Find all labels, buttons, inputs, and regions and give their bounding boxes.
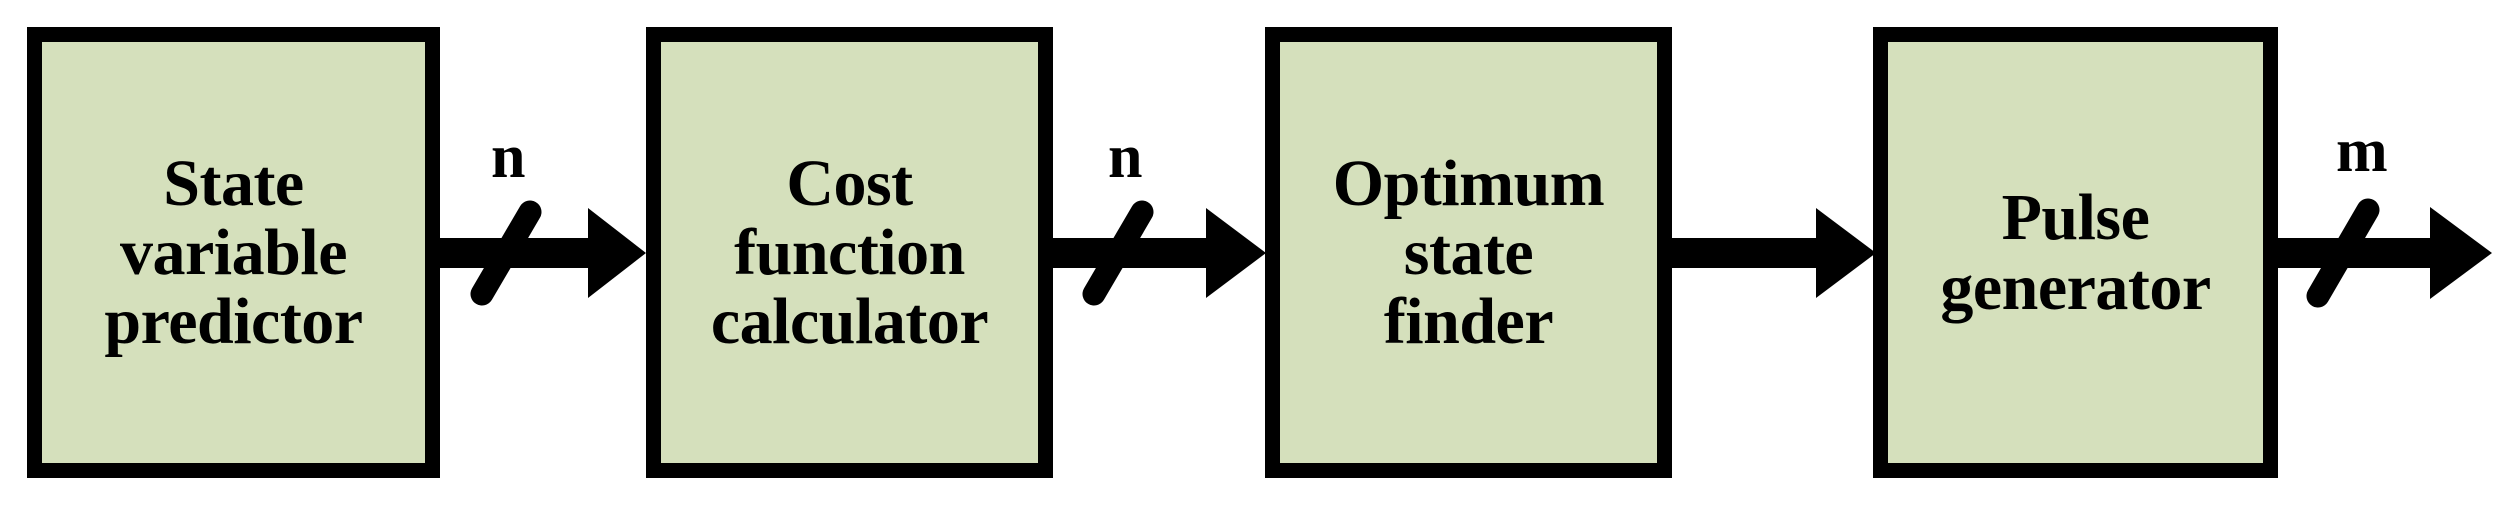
arrow-head-1 (588, 208, 646, 298)
block-state-variable-predictor[interactable]: State variable predictor (27, 27, 440, 478)
block-cost-function-calculator[interactable]: Cost function calculator (646, 27, 1053, 478)
connector-arrow-3 (1665, 208, 1876, 298)
block-label-pulse-generator: Pulse generator (1940, 181, 2211, 324)
arrow-head-4 (2430, 207, 2492, 299)
connector-arrow-4 (2270, 198, 2492, 308)
block-label-state-variable-predictor: State variable predictor (104, 146, 363, 359)
bus-width-label-4: m (2336, 117, 2388, 185)
bus-width-label-2: n (1108, 123, 1143, 191)
block-label-cost-function-calculator: Cost function calculator (710, 146, 989, 359)
bus-width-label-1: n (491, 123, 526, 191)
block-pulse-generator[interactable]: Pulse generator (1873, 27, 2278, 478)
arrow-head-3 (1816, 208, 1876, 298)
bus-slash-1 (470, 200, 542, 306)
block-label-optimum-state-finder: Optimum state finder (1332, 146, 1605, 359)
connector-predictor-to-cost (432, 0, 654, 507)
connector-cost-to-optimum (1046, 0, 1272, 507)
arrow-head-2 (1206, 208, 1266, 298)
connector-arrow-1 (432, 200, 646, 306)
connector-arrow-2 (1046, 200, 1266, 306)
arrow-shaft-3 (1665, 238, 1828, 268)
connector-pulse-to-output (2270, 0, 2498, 507)
connector-optimum-to-pulse (1665, 0, 1881, 507)
bus-slash-2 (1082, 200, 1154, 306)
bus-slash-4 (2306, 198, 2380, 308)
block-optimum-state-finder[interactable]: Optimum state finder (1265, 27, 1672, 478)
